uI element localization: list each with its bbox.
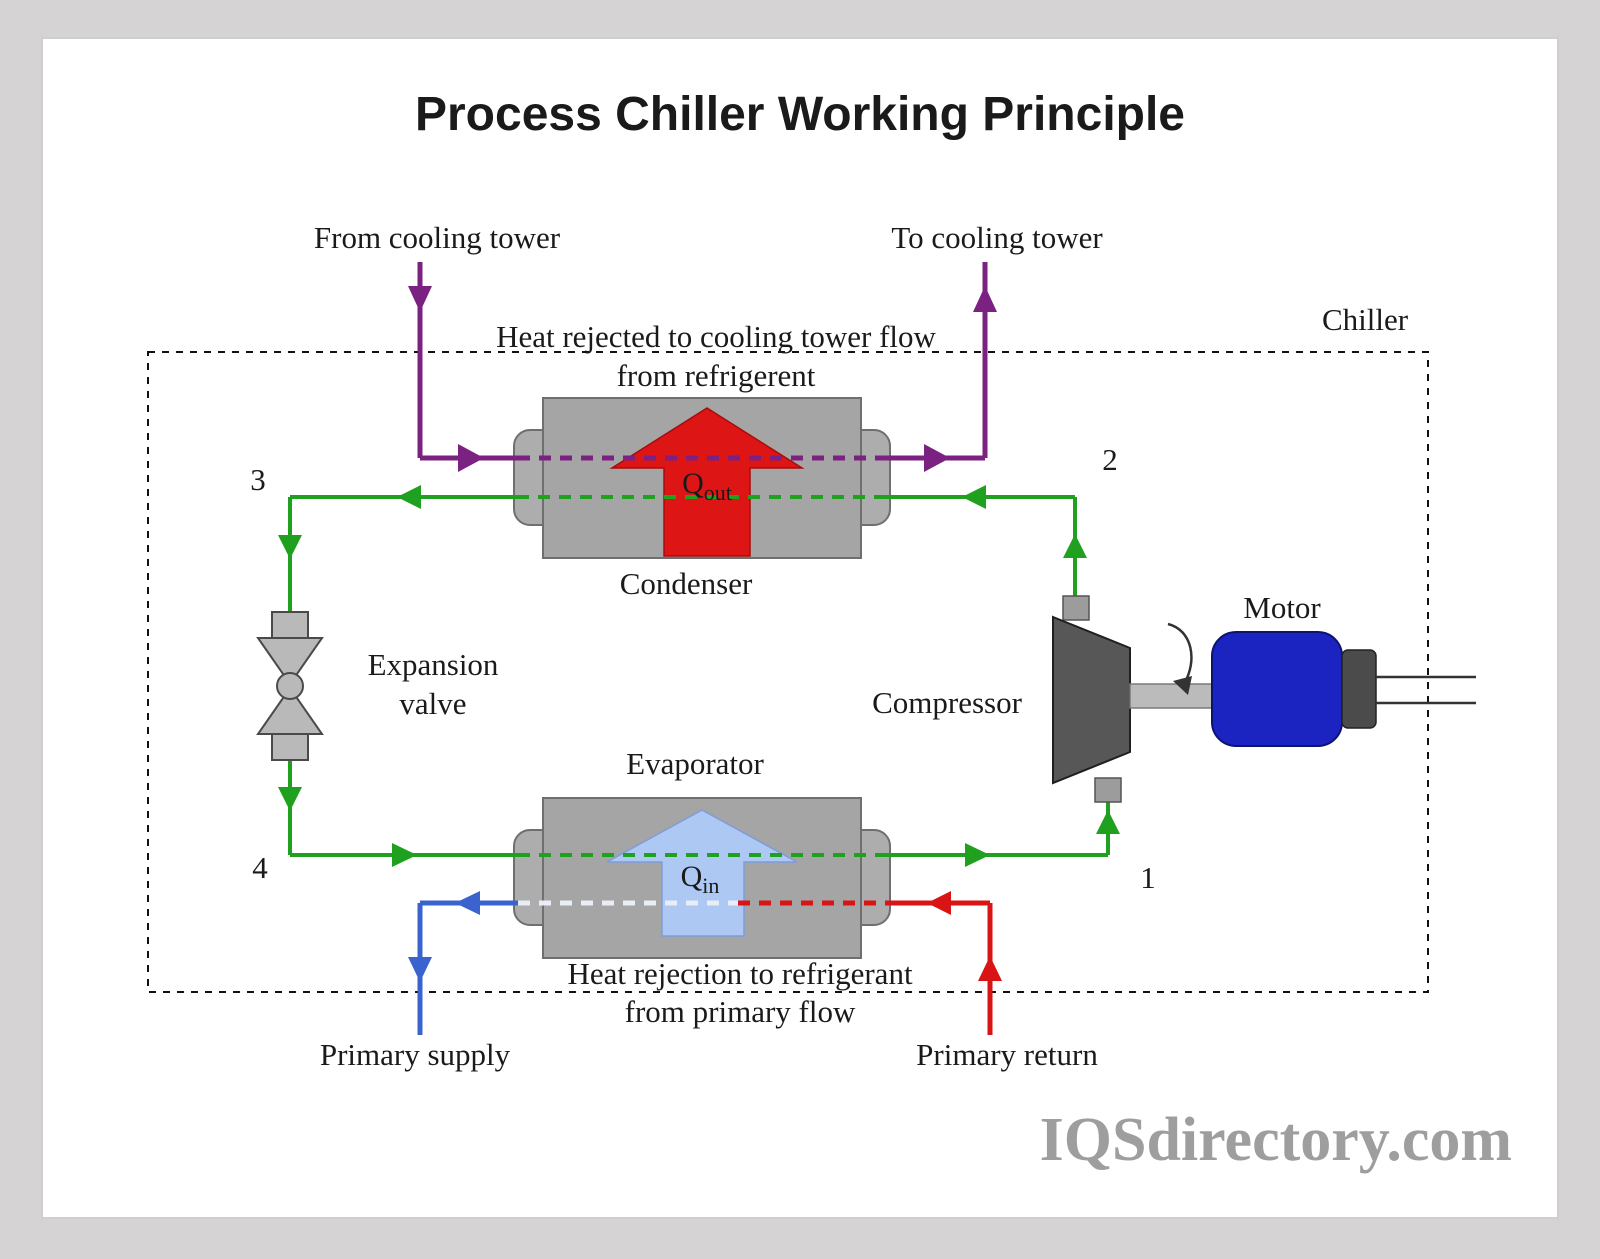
refrigerant-flow-arrow: [965, 843, 990, 867]
compressor-suction-stub: [1094, 777, 1122, 803]
diagram-title: Process Chiller Working Principle: [415, 88, 1185, 141]
refrigerant-loop: [278, 485, 1120, 867]
refrigerant-flow-arrow: [278, 535, 302, 559]
refrigerant-flow-arrow: [278, 787, 302, 811]
compressor-discharge-stub: [1062, 595, 1090, 621]
chiller-boundary: [147, 351, 1429, 993]
label-chiller: Chiller: [1322, 302, 1409, 337]
annotation-heat-rejected-line2: from refrigerent: [617, 358, 816, 393]
cooling-tower-water-loop: [408, 262, 997, 472]
refrigerant-flow-arrow: [397, 485, 421, 509]
refrigerant-flow-arrow: [392, 843, 417, 867]
watermark-text: IQSdirectory.com: [1040, 1106, 1512, 1174]
rotation-arrow-icon: [1167, 622, 1193, 685]
q-out-symbol: Q: [682, 467, 704, 500]
cooling-water-flow-arrow: [458, 444, 484, 472]
label-from-cooling-tower: From cooling tower: [314, 220, 561, 255]
annotation-heat-rejection-line1: Heat rejection to refrigerant: [567, 956, 913, 991]
rotation-arrow-head-icon: [1173, 676, 1192, 695]
condenser: [513, 397, 891, 559]
motor-body: [1211, 631, 1343, 747]
expansion-valve-top-port: [271, 611, 309, 639]
refrigerant-flow-arrow: [962, 485, 986, 509]
q-out-label: Qout: [682, 467, 732, 505]
cooling-water-flow-arrow: [973, 286, 997, 312]
refrigerant-flow-arrow: [1063, 534, 1087, 558]
cooling-water-flow-arrow: [924, 444, 950, 472]
q-out-subscript: out: [704, 480, 732, 505]
expansion-valve-bottom-port: [271, 733, 309, 761]
primary-supply-flow-arrow: [408, 957, 432, 982]
primary-flow-loop: [408, 891, 1002, 1035]
label-condenser: Condenser: [620, 566, 753, 601]
cooling-water-flow-arrow: [408, 286, 432, 312]
primary-return-flow-arrow: [978, 956, 1002, 981]
q-in-subscript: in: [702, 873, 719, 898]
state-point-1: 1: [1140, 860, 1156, 895]
label-primary-supply: Primary supply: [320, 1037, 511, 1072]
compressor-body: [1052, 615, 1131, 785]
expansion-valve-upper-cone: [256, 637, 324, 686]
label-to-cooling-tower: To cooling tower: [891, 220, 1103, 255]
label-compressor: Compressor: [872, 685, 1023, 720]
label-motor: Motor: [1243, 590, 1321, 625]
compressor-motor-assembly: [1052, 595, 1476, 803]
motor-shaft: [1129, 683, 1215, 709]
label-primary-return: Primary return: [916, 1037, 1098, 1072]
expansion-valve: [256, 611, 324, 761]
expansion-valve-orifice: [276, 672, 304, 700]
heat-out-arrow-icon: [609, 407, 805, 557]
annotation-heat-rejection-line2: from primary flow: [625, 994, 856, 1029]
heat-in-arrow-icon: [606, 809, 798, 937]
label-evaporator: Evaporator: [626, 746, 764, 781]
q-in-symbol: Q: [681, 860, 703, 893]
state-point-2: 2: [1102, 442, 1118, 477]
state-point-4: 4: [252, 850, 268, 885]
diagram-page: [41, 37, 1559, 1219]
annotation-heat-rejected-line1: Heat rejected to cooling tower flow: [496, 319, 936, 354]
primary-supply-flow-arrow: [455, 891, 480, 915]
label-expansion-valve-line2: valve: [399, 686, 466, 721]
state-point-3: 3: [250, 462, 266, 497]
label-expansion-valve-line1: Expansion: [368, 647, 499, 682]
primary-return-flow-arrow: [927, 891, 951, 915]
refrigerant-flow-arrow: [1096, 810, 1120, 834]
q-in-label: Qin: [681, 860, 720, 898]
motor-end-cap: [1341, 649, 1377, 729]
